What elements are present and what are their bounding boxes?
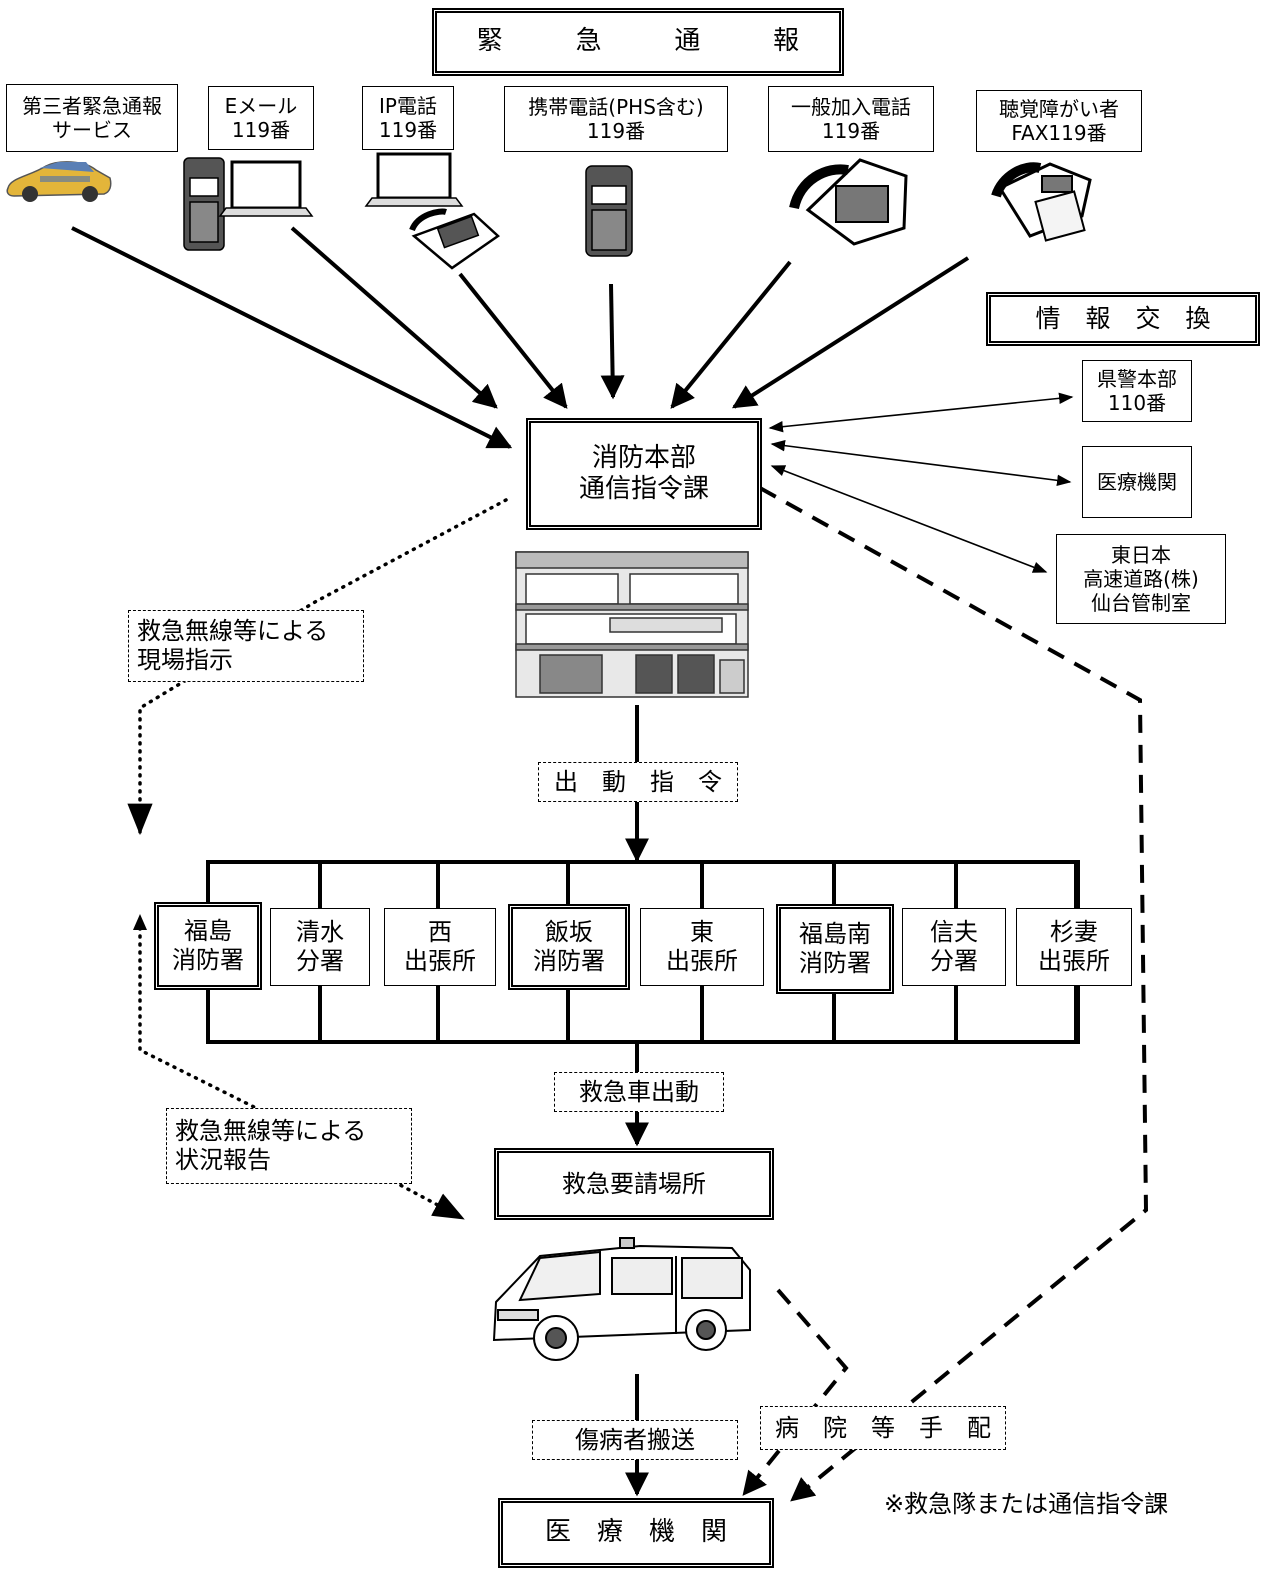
arrow-email <box>290 226 498 409</box>
arrow-mobile <box>600 283 625 400</box>
info-exchange-header: 情 報 交 換 <box>986 292 1260 346</box>
report-arrows <box>71 226 970 449</box>
fire-hq-dispatch-center: 消防本部 通信指令課 <box>526 418 762 530</box>
fire-headquarters-building-icon <box>515 551 749 698</box>
source-landline: 一般加入電話 119番 <box>768 86 934 152</box>
source-fax: 聴覚障がい者 FAX119番 <box>976 90 1142 152</box>
center-hospital-dashed <box>759 486 1149 1502</box>
ambulance-hospital-dashed <box>742 1288 849 1496</box>
partner-medical-institution: 医療機関 <box>1082 446 1192 518</box>
station-fukushima-minami: 福島南 消防署 <box>776 904 894 994</box>
radio-report-label: 救急無線等による 状況報告 <box>166 1108 412 1184</box>
arrow-third-party <box>71 226 513 449</box>
source-third-party-service: 第三者緊急通報 サービス <box>6 84 178 152</box>
station-nishi: 西 出張所 <box>384 908 496 986</box>
source-mobile-phone: 携帯電話(PHS含む) 119番 <box>504 86 728 152</box>
station-iizaka: 飯坂 消防署 <box>508 904 630 990</box>
partner-prefectural-police: 県警本部 110番 <box>1082 360 1192 422</box>
arrow-police <box>768 392 1074 433</box>
emergency-scene-box: 救急要請場所 <box>494 1148 774 1220</box>
ambulance-dispatch-label: 救急車出動 <box>554 1072 724 1112</box>
station-sugitsuma: 杉妻 出張所 <box>1016 908 1132 986</box>
arrow-medical <box>770 439 1072 487</box>
arrow-expressway <box>770 465 1048 573</box>
source-email: Eメール 119番 <box>208 86 314 150</box>
info-exchange-arrows <box>768 392 1074 573</box>
fax-icon <box>991 162 1092 242</box>
landline-phone-icon <box>789 158 908 246</box>
arrow-fax <box>731 256 970 409</box>
car-icon <box>6 161 112 202</box>
patient-transport-label: 傷病者搬送 <box>532 1420 738 1460</box>
note-text: ※救急隊または通信指令課 <box>884 1490 1169 1518</box>
station-higashi: 東 出張所 <box>640 908 764 986</box>
dispatch-order-label: 出 動 指 令 <box>538 762 738 802</box>
radio-up-arrowhead <box>133 914 147 930</box>
phone-laptop-icon <box>183 157 314 251</box>
emergency-report-header: 緊 急 通 報 <box>432 8 844 76</box>
hospital-box: 医 療 機 関 <box>498 1498 774 1568</box>
station-fukushima: 福島 消防署 <box>154 902 262 990</box>
station-shimizu: 清水 分署 <box>270 908 370 986</box>
hospital-arrangement-label: 病 院 等 手 配 <box>760 1406 1006 1450</box>
source-ip-phone: IP電話 119番 <box>362 86 454 150</box>
ambulance-icon <box>492 1237 751 1361</box>
laptop-desk-phone-icon <box>364 152 500 270</box>
partner-expressway-control: 東日本 高速道路(株) 仙台管制室 <box>1056 534 1226 624</box>
arrow-landline <box>670 260 792 409</box>
arrow-ip-phone <box>458 272 568 409</box>
radio-instruction-label: 救急無線等による 現場指示 <box>128 610 364 682</box>
station-shinobu: 信夫 分署 <box>902 908 1006 986</box>
mobile-phone-icon <box>585 165 633 257</box>
